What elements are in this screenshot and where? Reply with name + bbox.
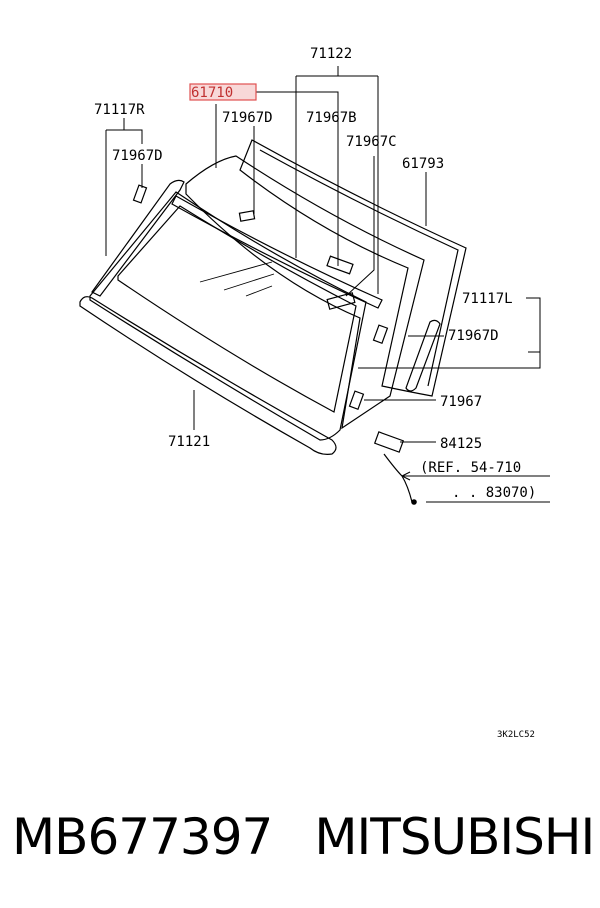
windshield-drawing: [79, 139, 467, 505]
left-side-moulding: [91, 179, 185, 297]
bottom-moulding: [79, 296, 337, 455]
label-84125[interactable]: 84125: [440, 436, 482, 452]
label-61710[interactable]: 61710: [191, 85, 233, 101]
clip-71967D-top: [238, 210, 256, 222]
windshield-glass: [89, 191, 367, 441]
windshield-frame: [185, 155, 425, 430]
label-71967[interactable]: 71967: [440, 394, 482, 410]
windshield-parts-diagram: 71122 61710 71117R 71967D 71967B 71967C …: [79, 46, 550, 740]
right-side-moulding: [405, 319, 441, 392]
highlight-box-61710: [189, 83, 257, 101]
label-71967D-top[interactable]: 71967D: [222, 110, 273, 126]
label-71967C[interactable]: 71967C: [346, 134, 397, 150]
rear-glass-inner: [259, 149, 459, 387]
windshield-glass-inner: [117, 205, 357, 413]
clip-71967D-left: [132, 184, 148, 204]
label-71121[interactable]: 71121: [168, 434, 210, 450]
sensor-wire: [383, 453, 413, 503]
clip-71967C: [326, 292, 356, 310]
label-71967D-right[interactable]: 71967D: [448, 328, 499, 344]
label-71117R[interactable]: 71117R: [94, 102, 145, 118]
label-71117L[interactable]: 71117L: [462, 291, 513, 307]
part-number: MB677397: [12, 808, 273, 866]
leader-lines: [105, 66, 550, 503]
clip-71967B: [326, 255, 354, 275]
brand-name: MITSUBISHI: [314, 808, 595, 866]
label-71122[interactable]: 71122: [310, 46, 352, 62]
sensor-84125: [373, 431, 405, 453]
drawing-code: 3K2LC52: [497, 730, 535, 740]
rear-glass-outline: [239, 139, 467, 397]
clip-71967: [348, 390, 365, 410]
footer: MB677397 MITSUBISHI: [12, 808, 595, 866]
label-71967B[interactable]: 71967B: [306, 110, 357, 126]
ref-line-1: (REF. 54-710: [420, 460, 521, 476]
label-61793[interactable]: 61793: [402, 156, 444, 172]
label-71967D-left[interactable]: 71967D: [112, 148, 163, 164]
ref-line-2: . . 83070): [452, 485, 536, 501]
clip-71967D-right: [372, 324, 389, 344]
